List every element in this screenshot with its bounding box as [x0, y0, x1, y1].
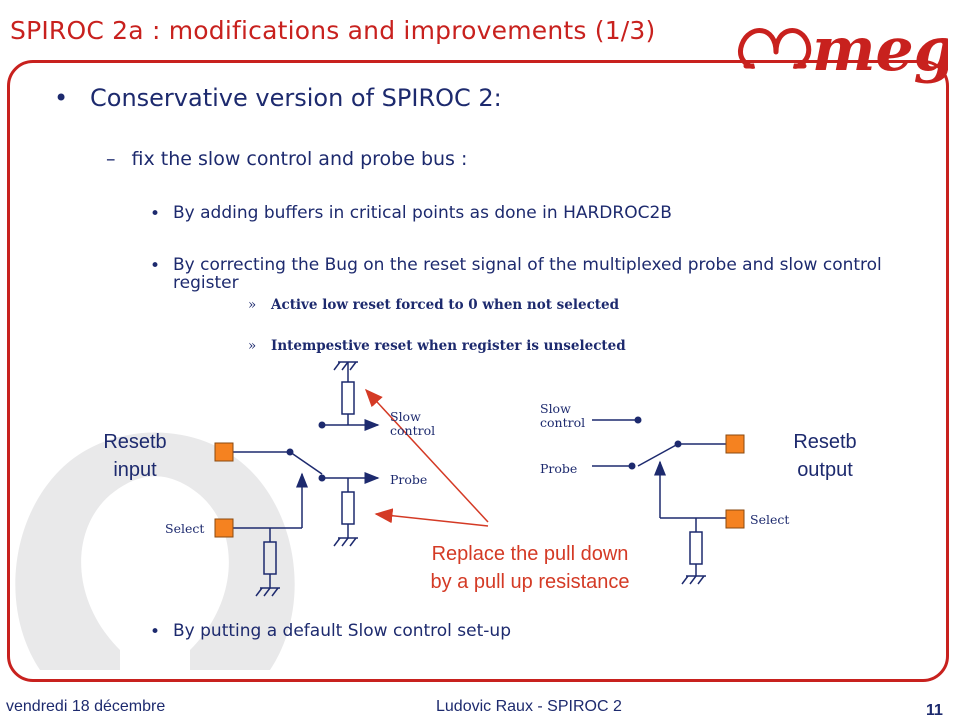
bullet-item-3: • By putting a default Slow control set-…: [150, 622, 750, 644]
bullet-sub-text: fix the slow control and probe bus :: [131, 148, 468, 170]
resistor-top-icon: [341, 381, 355, 415]
bullet-item-marker: •: [150, 256, 161, 276]
bullet-sub: – fix the slow control and probe bus :: [106, 148, 606, 174]
bullet-detail-2-text: Intempestive reset when register is unse…: [271, 338, 626, 354]
resetb-output-label-line1: Resetb: [793, 431, 857, 453]
resetb-output-label: Resetb output: [770, 428, 880, 484]
bullet-item-marker: •: [150, 622, 161, 642]
left-select-label: Select: [165, 521, 205, 536]
pull-up-annotation-line2: by a pull up resistance: [430, 571, 630, 593]
bullet-main-text: Conservative version of SPIROC 2:: [90, 84, 502, 112]
bullet-marker: •: [54, 84, 69, 112]
footer-author: Ludovic Raux - SPIROC 2: [436, 698, 622, 715]
bullet-detail-1-text: Active low reset forced to 0 when not se…: [271, 297, 620, 313]
pull-up-annotation-line1: Replace the pull down: [431, 543, 629, 565]
footer-date: vendredi 18 décembre: [6, 698, 166, 715]
left-slow-control-line2: control: [390, 423, 436, 438]
bullet-sub-marker: –: [106, 148, 116, 170]
pad-resetb-output-icon: [725, 434, 745, 454]
left-slow-control-line1: Slow: [390, 409, 421, 424]
pad-select-left-icon: [214, 518, 234, 538]
pull-up-annotation: Replace the pull down by a pull up resis…: [398, 540, 662, 596]
right-probe-label: Probe: [540, 461, 578, 476]
right-select-label: Select: [750, 512, 790, 527]
resistor-select-icon: [263, 541, 277, 575]
pad-resetb-input-icon: [214, 442, 234, 462]
right-slow-control-label: Slow control: [540, 402, 585, 430]
content-frame: [7, 60, 949, 682]
left-probe-label: Probe: [390, 472, 428, 487]
bullet-detail-marker: »: [248, 338, 257, 354]
bullet-item-1-text: By adding buffers in critical points as …: [173, 203, 672, 223]
bullet-item-2-text: By correcting the Bug on the reset signa…: [173, 255, 882, 293]
resetb-input-label: Resetb input: [80, 428, 190, 484]
resetb-input-label-line2: input: [113, 459, 157, 481]
bullet-item-1: • By adding buffers in critical points a…: [150, 204, 930, 226]
resistor-right-icon: [689, 531, 703, 565]
bullet-item-marker: •: [150, 204, 161, 224]
resetb-input-label-line1: Resetb: [103, 431, 167, 453]
bullet-detail-1: » Active low reset forced to 0 when not …: [248, 297, 848, 317]
omega-watermark-icon: [15, 432, 295, 670]
pad-select-right-icon: [725, 509, 745, 529]
bullet-item-2: • By correcting the Bug on the reset sig…: [150, 256, 935, 296]
slide-title: SPIROC 2a : modifications and improvemen…: [10, 16, 656, 45]
resistor-bottom-icon: [341, 491, 355, 525]
ground-icon: [333, 537, 358, 547]
bullet-detail-marker: »: [248, 297, 257, 313]
ground-icon: [681, 575, 706, 585]
right-slow-control-line1: Slow: [540, 401, 571, 416]
bullet-main: • Conservative version of SPIROC 2:: [54, 84, 654, 116]
page-number: 11: [926, 702, 943, 719]
ground-icon: [255, 587, 280, 597]
right-slow-control-line2: control: [540, 415, 586, 430]
bullet-detail-2: » Intempestive reset when register is un…: [248, 338, 848, 358]
ground-icon: [333, 361, 358, 371]
left-slow-control-label: Slow control: [390, 410, 435, 438]
bullet-item-3-text: By putting a default Slow control set-up: [173, 621, 511, 641]
resetb-output-label-line2: output: [797, 459, 853, 481]
